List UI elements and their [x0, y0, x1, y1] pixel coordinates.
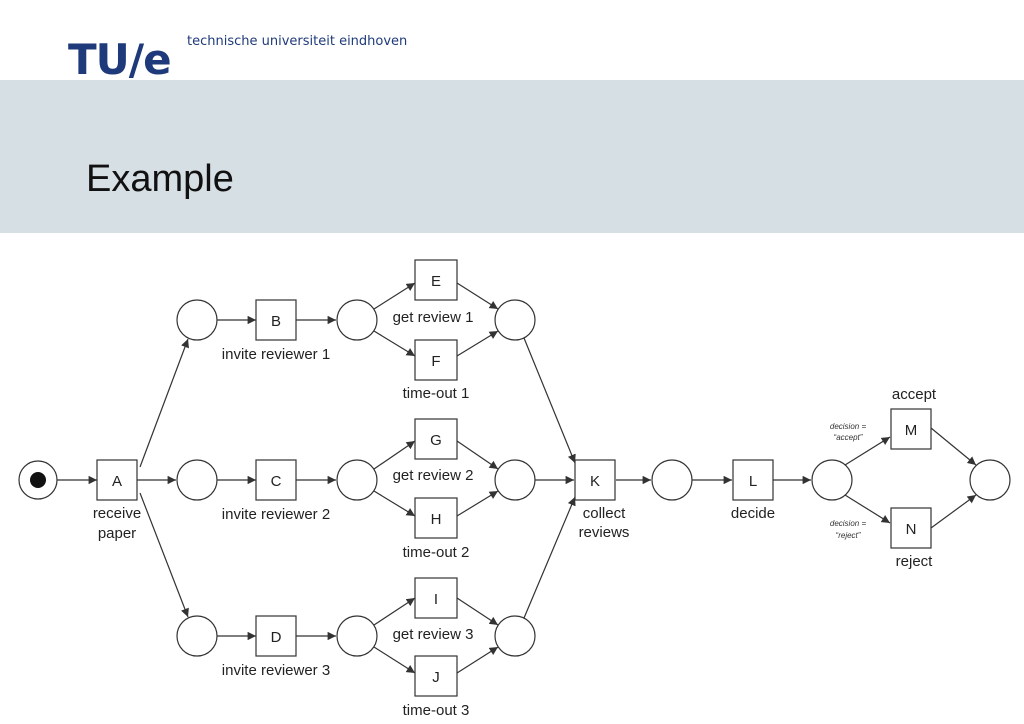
place-p2: [176, 459, 218, 501]
transition-n-label: N: [906, 521, 917, 538]
transition-j-caption: time-out 3: [403, 702, 470, 719]
guard-accept-line-2: “accept”: [834, 433, 863, 442]
transition-c: C invite reviewer 2: [222, 459, 330, 523]
transition-k-caption-2: reviews: [579, 524, 630, 541]
logo-mark: TU/e: [68, 35, 172, 84]
transition-c-label: C: [271, 473, 282, 490]
transition-d-label: D: [271, 629, 282, 646]
transition-l-label: L: [749, 473, 757, 490]
transition-f: F time-out 1: [403, 339, 470, 402]
title-band: [0, 80, 1024, 233]
transition-e: E get review 1: [393, 259, 474, 326]
logo-text: technische universiteit eindhoven: [187, 34, 408, 49]
transition-e-label: E: [431, 273, 441, 290]
guard-reject-line-2: “reject”: [836, 531, 861, 540]
guard-reject-line-1: decision =: [830, 519, 867, 528]
transition-a-caption-1: receive: [93, 505, 141, 522]
place-p4: [336, 299, 378, 341]
place-p6: [336, 615, 378, 657]
guards: decision = “accept” decision = “reject”: [830, 422, 867, 540]
place-p5: [336, 459, 378, 501]
place-p3: [176, 615, 218, 657]
transition-j: J time-out 3: [403, 655, 470, 719]
transition-b-label: B: [271, 313, 281, 330]
transition-a: A receive paper: [93, 459, 141, 542]
transition-g-label: G: [430, 432, 442, 449]
guard-accept-line-1: decision =: [830, 422, 867, 431]
transition-m-caption: accept: [892, 386, 937, 403]
transition-a-caption-2: paper: [98, 525, 136, 542]
transition-f-label: F: [431, 353, 440, 370]
place-p7: [494, 299, 536, 341]
transition-i-label: I: [434, 591, 438, 608]
transition-d: D invite reviewer 3: [222, 615, 330, 679]
transition-l-caption: decide: [731, 505, 775, 522]
transition-k-caption-1: collect: [583, 505, 626, 522]
slide-title: Example: [86, 158, 234, 200]
transitions: A receive paper B invite reviewer 1 C in…: [93, 259, 937, 719]
place-end: [969, 459, 1011, 501]
transition-k-label: K: [590, 473, 600, 490]
token: [30, 472, 46, 488]
transition-a-label: A: [112, 473, 122, 490]
transition-b: B invite reviewer 1: [222, 299, 330, 363]
place-p11: [811, 459, 853, 501]
place-p8: [494, 459, 536, 501]
transition-n: N reject: [890, 507, 934, 570]
places: [18, 299, 1011, 657]
transition-e-caption: get review 1: [393, 309, 474, 326]
place-p1: [176, 299, 218, 341]
transition-g: G get review 2: [393, 418, 474, 484]
transition-k: K collect reviews: [574, 459, 630, 541]
transition-h: H time-out 2: [403, 497, 470, 561]
transition-h-label: H: [431, 511, 442, 528]
transition-i-caption: get review 3: [393, 626, 474, 643]
transition-l: L decide: [731, 459, 775, 522]
transition-h-caption: time-out 2: [403, 544, 470, 561]
transition-m: M accept: [890, 386, 937, 450]
transition-j-label: J: [432, 669, 440, 686]
transition-f-caption: time-out 1: [403, 385, 470, 402]
transition-n-caption: reject: [896, 553, 934, 570]
transition-c-caption: invite reviewer 2: [222, 506, 330, 523]
transition-b-caption: invite reviewer 1: [222, 346, 330, 363]
transition-i: I get review 3: [393, 577, 474, 643]
arcs: [57, 282, 977, 674]
place-p10: [651, 459, 693, 501]
transition-m-label: M: [905, 422, 918, 439]
transition-d-caption: invite reviewer 3: [222, 662, 330, 679]
transition-g-caption: get review 2: [393, 467, 474, 484]
place-p9: [494, 615, 536, 657]
